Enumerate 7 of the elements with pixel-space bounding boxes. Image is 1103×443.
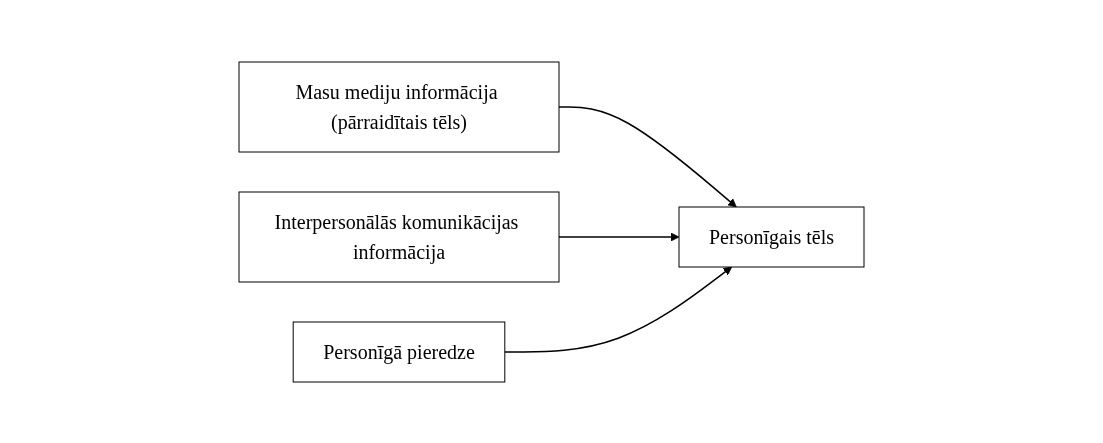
node-box: Personīgais tēls — [678, 206, 865, 267]
arrow — [558, 232, 680, 241]
node-box: Masu mediju informācija (pārraidītais tēls) — [238, 61, 560, 152]
node-box: Personīgā pieredze — [292, 321, 506, 382]
arrow — [504, 266, 733, 353]
arrow — [558, 105, 737, 207]
node-box: Interpersonālās komunikācijas informācija — [238, 191, 560, 282]
